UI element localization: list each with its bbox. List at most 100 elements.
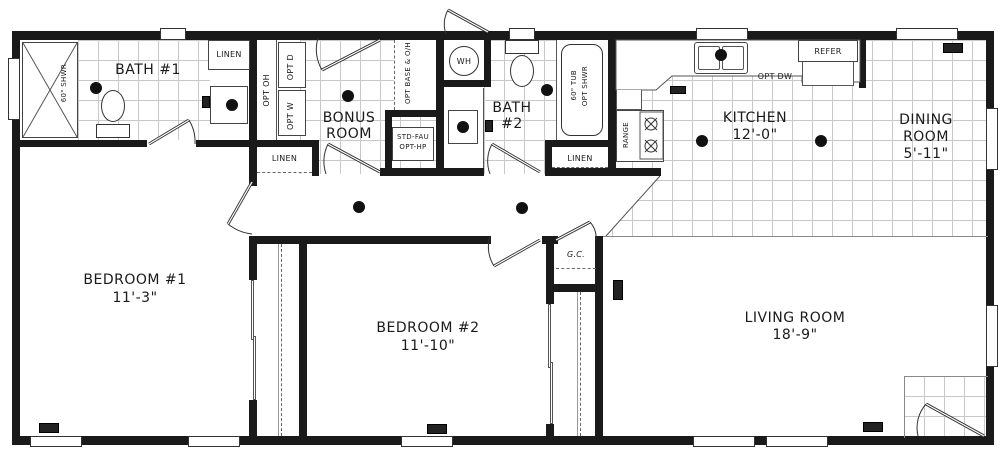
switch-bath1 (202, 96, 210, 108)
wall-bath2-linen-top (545, 140, 611, 147)
door-bath2[interactable] (487, 140, 544, 176)
dining-vent (943, 43, 963, 53)
shower-bath1 (22, 42, 78, 138)
entry-tile-floor (904, 376, 988, 438)
ceiling-light-bath2 (541, 84, 553, 96)
range-label: RANGE (622, 122, 630, 148)
furnace-std-label: STD-FAU (396, 133, 430, 141)
guest-closet-label: G.C. (566, 250, 586, 259)
wall-gc-left (546, 236, 554, 304)
wall-living-entry-bottom (904, 436, 918, 445)
tub-label-line1: 60" TUB (570, 70, 578, 101)
room-label-bath2-line1: BATH (492, 100, 532, 116)
door-guest-closet[interactable] (554, 218, 598, 244)
door-wh[interactable] (443, 8, 494, 38)
room-dimension-kitchen: 12'-0" (732, 127, 778, 143)
kitchen-living-boundary (603, 236, 988, 237)
bedroom1-closet-shelf (281, 244, 282, 436)
living-floor-vent (863, 422, 883, 432)
door-bath1[interactable] (147, 116, 197, 148)
furnace-opt-label: OPT-HP (399, 143, 427, 151)
opt-oh-cabinet (257, 40, 277, 140)
entry-tile-border (904, 376, 988, 438)
ceiling-light-bonus (342, 90, 354, 102)
refrigerator-base (802, 62, 854, 86)
wall-hall-linen-left-side (312, 140, 319, 176)
door-bonus-hall[interactable] (323, 140, 384, 176)
water-heater (449, 46, 479, 76)
linen-hall-left-label: LINEN (271, 154, 298, 163)
ceiling-light-hall-left (353, 201, 365, 213)
wall-bath2-kitchen (608, 31, 616, 176)
door-bedroom1[interactable] (224, 180, 258, 238)
wall-bed2-right-b (546, 424, 554, 440)
wall-furnace-left (385, 110, 392, 176)
bedroom2-closet-rod (577, 292, 578, 436)
linen-bath1-label: LINEN (216, 50, 242, 59)
wall-closet-bed2-left (299, 236, 307, 440)
opt-washer (278, 90, 306, 136)
room-label-bath2-line2: #2 (501, 116, 523, 132)
linen-closet-hall-left (257, 147, 312, 173)
bedroom2-closet-sliding-door-b[interactable] (550, 362, 553, 424)
sink-light (715, 49, 727, 61)
wall-bed1-right-a (249, 236, 257, 280)
sink-drain-bath2 (457, 121, 469, 133)
wall-bath2-linen-left (545, 140, 552, 176)
ceiling-light-hall-right (516, 202, 528, 214)
room-dimension-dining: 5'-11" (903, 146, 949, 162)
wall-hall-bottom (249, 236, 491, 244)
bath1-tile-floor (78, 40, 210, 140)
room-label-dining-line1: DINING (899, 112, 953, 128)
door-bedroom2[interactable] (487, 235, 546, 272)
room-label-bedroom1: BEDROOM #1 (83, 272, 187, 288)
hall-kitchen-diagonal-edge (605, 175, 661, 237)
bedroom1-closet-rod (278, 244, 279, 436)
window-top-dining (896, 28, 958, 40)
tub-label-line2: OPT SHWR (581, 66, 589, 107)
window-bottom-living-b (766, 436, 828, 447)
window-top-kitchen (696, 28, 748, 40)
room-dimension-bedroom2: 11'-10" (400, 338, 456, 354)
bedroom2-vent (427, 424, 447, 434)
exterior-wall-right (986, 31, 994, 445)
wall-wh-bottom (444, 80, 490, 87)
opt-w-label: OPT W (286, 102, 295, 130)
wall-bath1-bottom-right (196, 140, 254, 147)
wall-bed1-right-b (249, 400, 257, 440)
opt-base-oh-cabinet (394, 40, 436, 110)
wall-bonus-bottom (380, 168, 484, 176)
bedroom1-closet-sliding-door-a[interactable] (251, 280, 254, 340)
wall-wh-right (484, 31, 491, 87)
wall-hall-left-post (249, 174, 257, 186)
refer-label: REFER (814, 47, 842, 56)
toilet-tank-bath1 (96, 124, 130, 138)
linen-closet-bath1 (208, 40, 250, 70)
wall-furnace-top (385, 110, 440, 117)
bedroom1-closet-sliding-door-b[interactable] (253, 336, 256, 400)
room-label-bath1: BATH #1 (115, 62, 181, 78)
ceiling-light-bath1 (90, 82, 102, 94)
door-front-entry[interactable] (914, 400, 990, 440)
wall-bonus-left-bottom (257, 140, 317, 147)
furnace (392, 127, 434, 161)
wall-bath1-bottom (12, 140, 147, 147)
window-right-living (986, 305, 998, 367)
bedroom2-closet-shelf (580, 292, 581, 436)
window-bottom-bed2 (401, 436, 453, 447)
room-dimension-living: 18'-9" (772, 327, 818, 343)
window-right-dining (986, 108, 998, 170)
toilet-tank-bath2 (505, 40, 539, 54)
shower-label: 60" SHWR (60, 64, 68, 103)
window-top-bath1 (160, 28, 186, 40)
opt-dryer (278, 42, 306, 88)
toilet-bath2 (510, 55, 534, 87)
door-bonus-exterior[interactable] (315, 34, 386, 74)
opt-base-oh-label: OPT BASE & O/H (404, 42, 412, 104)
tub-basin-bath2 (561, 44, 603, 136)
bedroom2-closet-sliding-door-a[interactable] (548, 304, 551, 368)
wall-gc-top-left (542, 236, 558, 244)
exterior-wall-left (12, 31, 20, 445)
wall-refer-right (859, 40, 866, 88)
room-label-kitchen: KITCHEN (722, 110, 788, 126)
